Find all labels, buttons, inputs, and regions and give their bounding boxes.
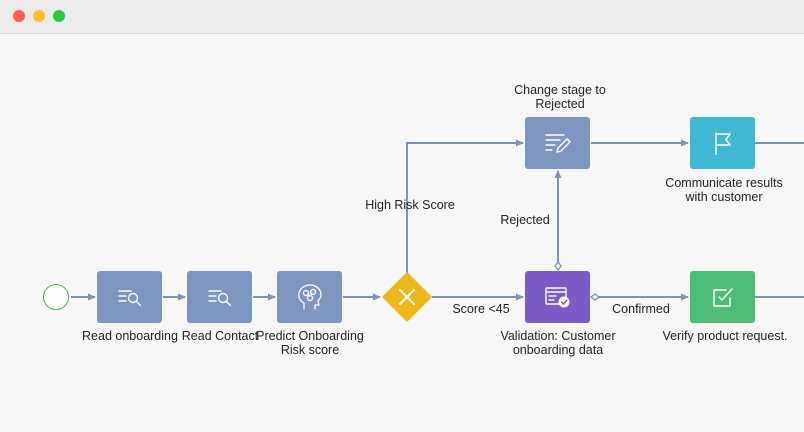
- flow-label-high-risk: High Risk Score: [365, 198, 455, 212]
- process-canvas: Read onboarding Read Contact Predi: [0, 33, 804, 432]
- task-verify-product-request[interactable]: [690, 271, 755, 323]
- label-communicate-results: Communicate results with customer: [652, 176, 796, 204]
- task-read-contact[interactable]: [187, 271, 252, 323]
- label-predict-risk-score: Predict Onboarding Risk score: [250, 329, 370, 357]
- label-validation-line2: onboarding data: [512, 343, 604, 357]
- label-predict-line2: Risk score: [280, 343, 340, 357]
- label-communicate-line1: Communicate results: [665, 176, 783, 190]
- connectors-layer: [71, 139, 804, 301]
- minimize-window-button[interactable]: [33, 10, 45, 22]
- approval-icon: [544, 287, 569, 308]
- label-validation-line1: Validation: Customer: [500, 329, 616, 343]
- x-icon: [399, 289, 415, 305]
- read-data-icon: [117, 290, 141, 307]
- close-window-button[interactable]: [13, 10, 25, 22]
- flow-high-risk[interactable]: [406, 139, 524, 273]
- exclusive-gateway[interactable]: [381, 271, 433, 323]
- task-validation-customer-data[interactable]: [525, 271, 590, 323]
- label-verify-product-request: Verify product request.: [662, 329, 788, 343]
- task-change-stage-rejected[interactable]: [525, 117, 590, 169]
- conditional-marker-rejected: [554, 260, 562, 272]
- start-event[interactable]: [43, 284, 69, 310]
- label-change-stage-line1: Change stage to: [514, 83, 606, 97]
- edit-document-icon: [544, 134, 571, 153]
- label-change-stage-line2: Rejected: [535, 97, 585, 111]
- label-read-onboarding: Read onboarding: [82, 329, 178, 343]
- conditional-marker-confirmed: [589, 293, 601, 301]
- task-read-onboarding[interactable]: [97, 271, 162, 323]
- flow-label-confirmed: Confirmed: [612, 302, 670, 316]
- label-communicate-line2: with customer: [685, 190, 763, 204]
- task-communicate-results[interactable]: [690, 117, 755, 169]
- zoom-window-button[interactable]: [53, 10, 65, 22]
- task-predict-risk-score[interactable]: [277, 271, 342, 323]
- checkbox-icon: [712, 288, 733, 307]
- label-predict-line1: Predict Onboarding: [256, 329, 364, 343]
- read-data-icon: [207, 290, 231, 307]
- brain-icon: [297, 284, 322, 310]
- label-validation: Validation: Customer onboarding data: [490, 329, 626, 357]
- label-change-stage: Change stage to Rejected: [495, 83, 625, 111]
- title-bar: [0, 0, 804, 34]
- label-read-contact: Read Contact: [181, 329, 259, 343]
- flow-label-rejected: Rejected: [500, 213, 550, 227]
- flow-label-score-low: Score <45: [452, 302, 510, 316]
- flag-icon: [714, 132, 731, 155]
